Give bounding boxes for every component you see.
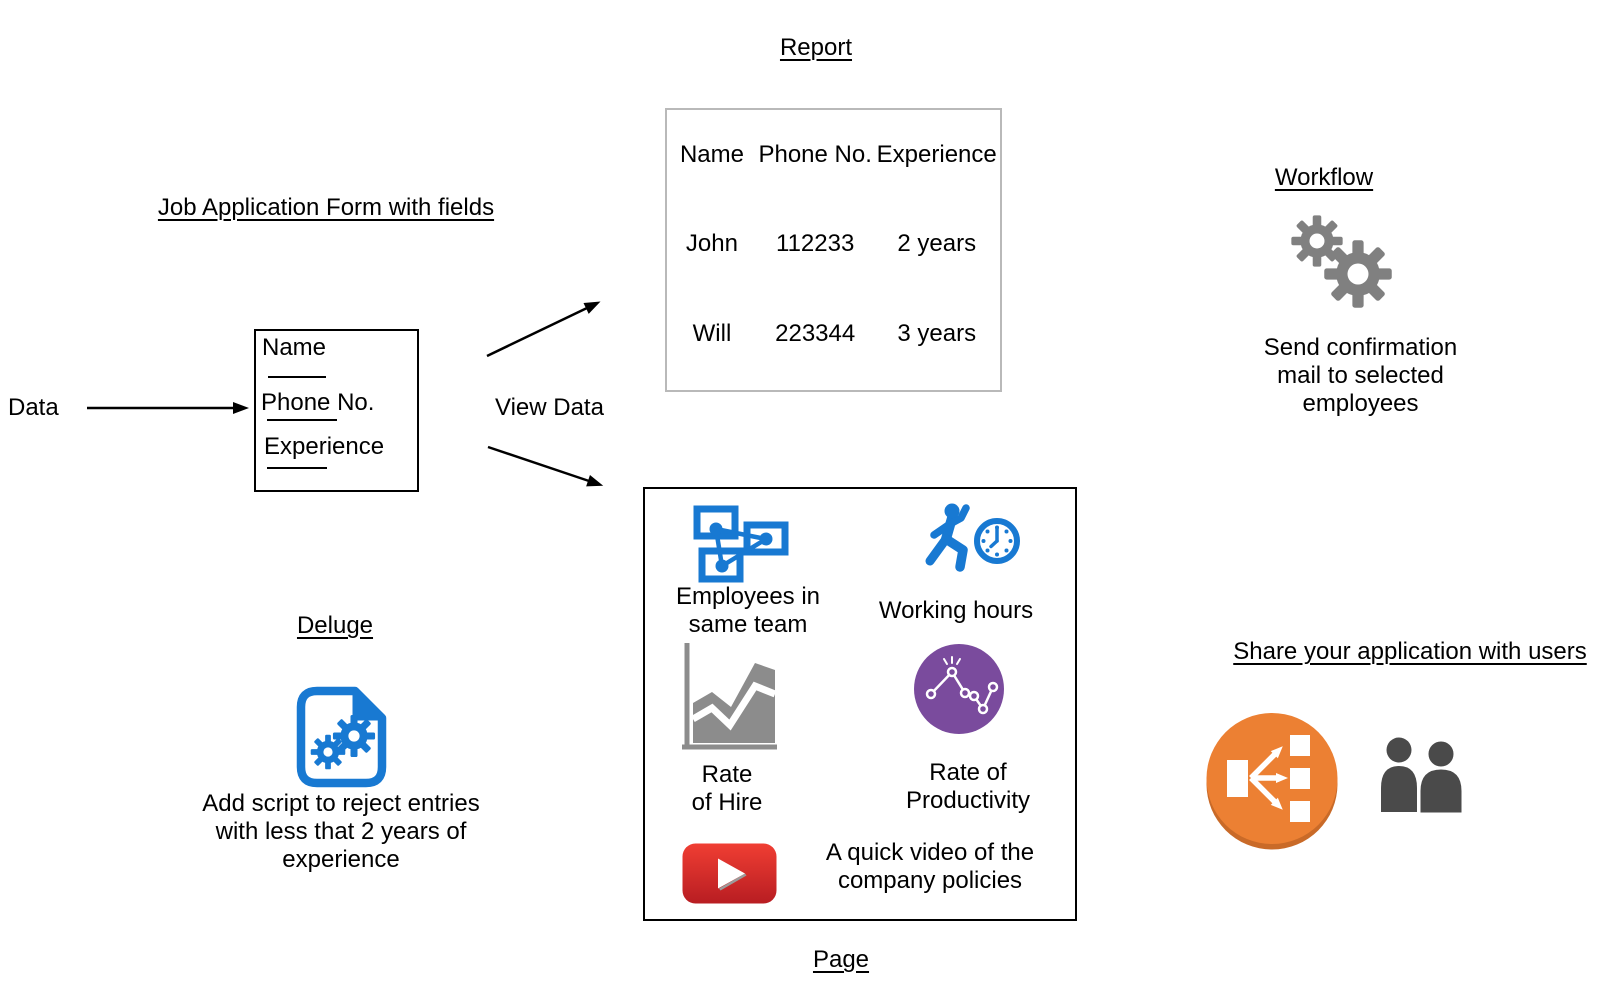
report-col-phone: Phone No. bbox=[758, 141, 872, 168]
form-field-phone: Phone No. bbox=[261, 389, 375, 416]
view-data-arrow-report bbox=[486, 301, 601, 358]
form-field-experience: Experience bbox=[264, 433, 385, 460]
report-col-experience: Experience bbox=[876, 141, 997, 168]
data-label: Data bbox=[8, 394, 59, 421]
page-item-label: Employees in same team bbox=[675, 583, 821, 638]
form-field-name-line bbox=[268, 376, 326, 378]
page-item-label: A quick video of the company policies bbox=[825, 839, 1035, 894]
deluge-title: Deluge bbox=[296, 612, 374, 639]
share-title: Share your application with users bbox=[1233, 638, 1587, 665]
deluge-description: Add script to reject entries with less t… bbox=[202, 790, 480, 873]
report-cell-experience: 3 years bbox=[897, 320, 977, 347]
form-field-phone-line bbox=[267, 419, 337, 421]
job-application-form-box: Name Phone No. Experience bbox=[254, 329, 419, 492]
script-file-gears-icon bbox=[296, 686, 387, 788]
report-col-name: Name bbox=[679, 141, 744, 168]
report-table: Name Phone No. Experience John 112233 2 … bbox=[665, 108, 1002, 392]
area-chart-icon bbox=[682, 643, 777, 750]
report-cell-name: Will bbox=[692, 320, 732, 347]
page-item-label: Rate of Productivity bbox=[905, 759, 1031, 814]
view-data-label: View Data bbox=[495, 394, 604, 421]
runner-clock-icon bbox=[925, 503, 1020, 572]
page-title: Page bbox=[812, 946, 870, 973]
form-field-experience-line bbox=[267, 467, 327, 469]
form-title: Job Application Form with fields bbox=[157, 194, 495, 221]
page-box: Employees in same team Working bbox=[643, 487, 1077, 921]
form-field-name: Name bbox=[262, 334, 327, 361]
report-cell-phone: 223344 bbox=[775, 320, 856, 347]
page-item-label: Working hours bbox=[878, 597, 1034, 624]
report-cell-phone: 112233 bbox=[776, 230, 855, 257]
page-item-label: Rate of Hire bbox=[691, 761, 763, 816]
users-icon bbox=[1381, 737, 1465, 814]
load-balancer-icon bbox=[1206, 713, 1338, 850]
scatter-line-chart-icon bbox=[914, 644, 1004, 734]
view-data-arrow-page bbox=[487, 445, 604, 487]
youtube-play-icon bbox=[682, 843, 777, 904]
workflow-description: Send confirmation mail to selected emplo… bbox=[1263, 334, 1458, 417]
report-cell-experience: 2 years bbox=[897, 230, 977, 257]
team-network-icon bbox=[693, 505, 789, 583]
workflow-title: Workflow bbox=[1274, 164, 1374, 191]
gears-icon bbox=[1291, 215, 1392, 308]
data-to-form-arrow bbox=[87, 402, 249, 414]
report-title: Report bbox=[779, 34, 853, 61]
report-cell-name: John bbox=[685, 230, 738, 257]
